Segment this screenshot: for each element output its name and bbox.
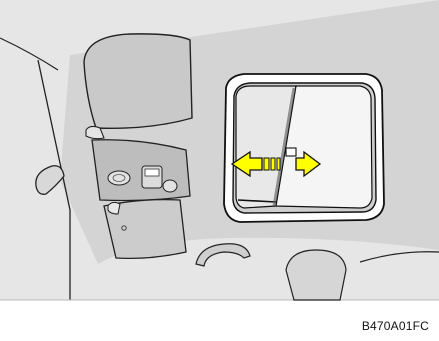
arrow-left-dash-2	[271, 158, 275, 170]
sunroof-switch-top	[145, 169, 159, 176]
visor-hook	[108, 202, 120, 214]
arrow-left-dash-1	[264, 158, 269, 170]
map-lamp-right	[163, 180, 177, 192]
figure-code: B470A01FC	[362, 319, 429, 333]
map-lamp-left	[108, 171, 130, 185]
sun-visor	[84, 34, 192, 128]
overhead-console	[92, 140, 190, 201]
arrow-left-dash-3	[277, 158, 280, 170]
arrow-handle	[286, 148, 296, 156]
rear-headrest	[286, 250, 346, 300]
